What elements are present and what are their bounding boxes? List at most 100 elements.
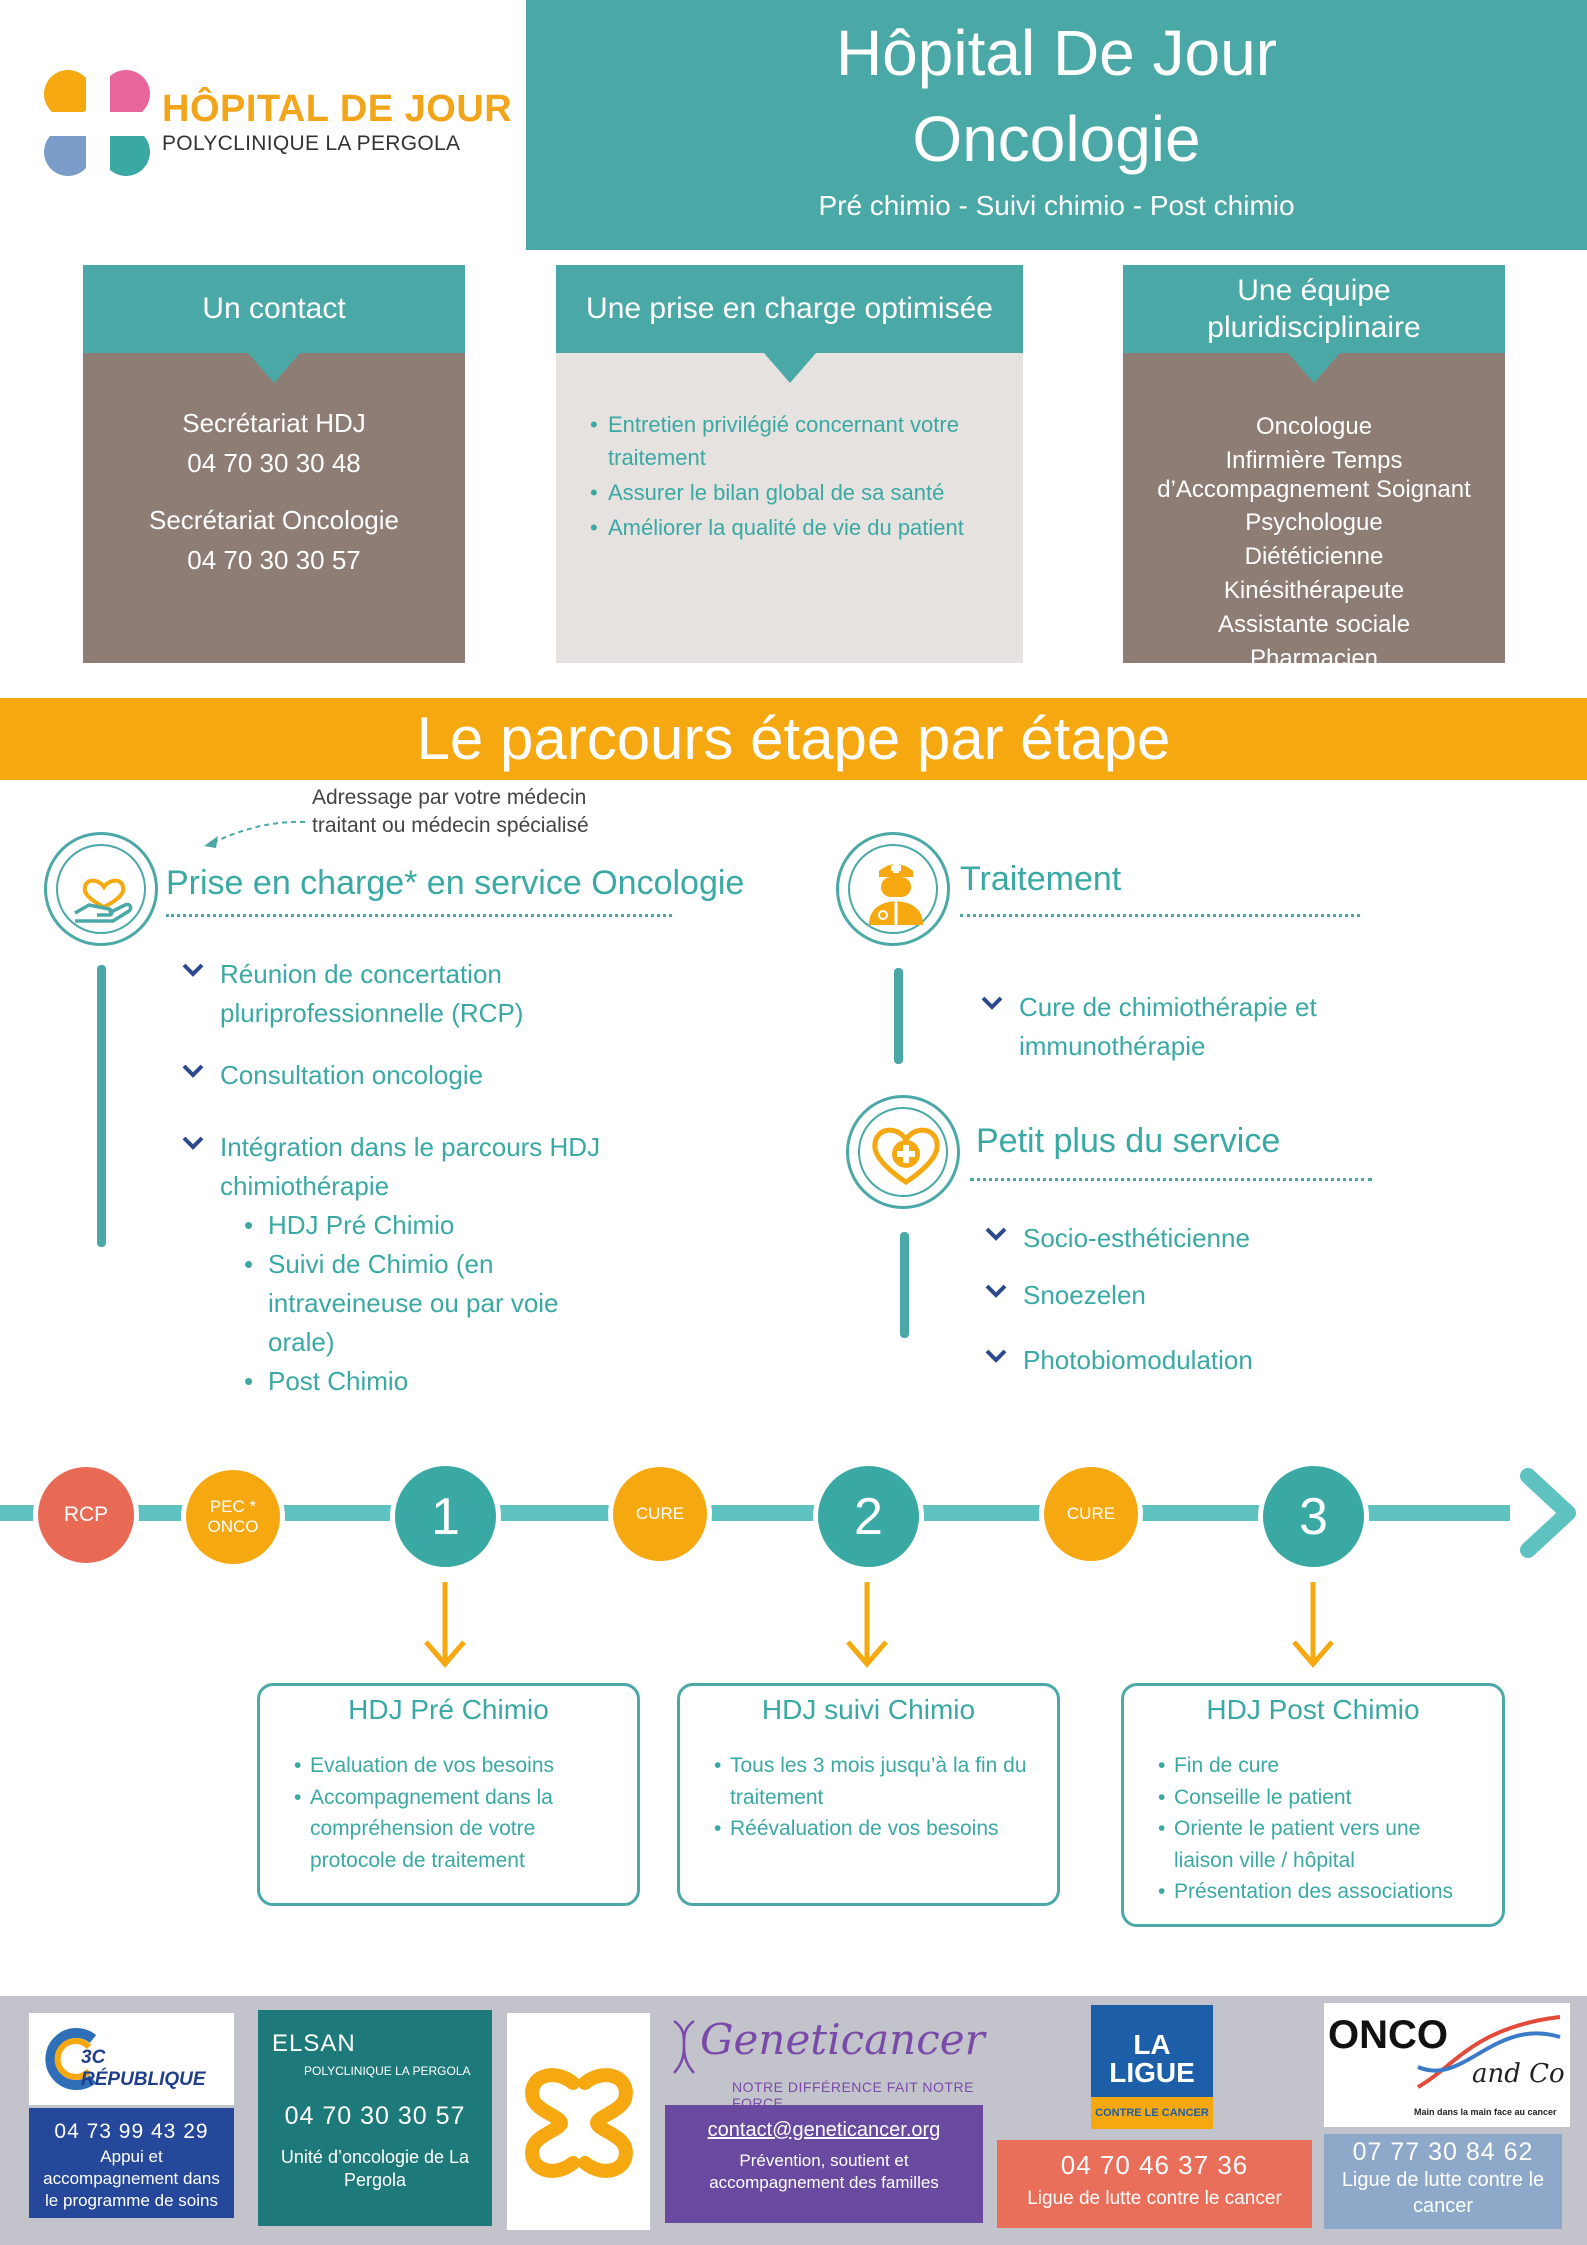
geneticancer-logo-text: Geneticancer <box>700 2015 985 2064</box>
equipe-box: Une équipe pluridisciplinaire Oncologue … <box>1123 265 1505 672</box>
page-title-line1: Hôpital De Jour <box>835 17 1278 89</box>
dna-icon <box>673 2019 695 2074</box>
divider <box>970 1178 1372 1181</box>
divider <box>166 914 672 917</box>
team-member: Diététicienne <box>1244 543 1384 571</box>
page-subtitle: Pré chimio - Suivi chimio - Post chimio <box>818 190 1295 221</box>
contact-phone-oncologie[interactable]: 04 70 30 30 57 <box>187 544 361 575</box>
list-item: Consultation oncologie <box>182 1056 640 1095</box>
ligue-logo-sub: CONTRE LE CANCER <box>1091 2097 1213 2129</box>
list-item: Accompagnement dans la compréhension de … <box>294 1782 617 1877</box>
contact-box-body: Secrétariat HDJ 04 70 30 30 48 Secrétari… <box>83 353 465 663</box>
list-item: Conseille le patient <box>1158 1782 1482 1814</box>
notch <box>248 353 300 383</box>
vertical-bar <box>894 968 903 1064</box>
care-heart-hand-icon <box>44 832 158 946</box>
arrow-right-icon <box>1520 1468 1576 1558</box>
divider <box>960 914 1360 917</box>
contact-phone-hdj[interactable]: 04 70 30 30 48 <box>187 448 361 479</box>
adressage-note: Adressage par votre médecin traitant ou … <box>312 786 589 838</box>
geneticancer-logo: Geneticancer NOTRE DIFFÉRENCE FAIT NOTRE… <box>660 2013 985 2111</box>
plus-item-text: Photobiomodulation <box>1023 1345 1253 1375</box>
onco-phone[interactable]: 07 77 30 84 62 <box>1352 2138 1534 2166</box>
section-banner: Le parcours étape par étape <box>0 698 1587 780</box>
contact-label-hdj: Secrétariat HDJ <box>182 408 366 438</box>
onco-desc: Ligue de lutte contre le cancer <box>1341 2169 1545 2217</box>
chevron-down-icon <box>985 1227 1007 1241</box>
plus-item-text: Snoezelen <box>1023 1280 1146 1310</box>
elsan-phone[interactable]: 04 70 30 30 57 <box>284 2102 466 2130</box>
geneticancer-desc: Prévention, soutient et accompagnement d… <box>709 2151 939 2193</box>
step-title: HDJ Post Chimio <box>1206 1694 1420 1725</box>
chevron-down-icon <box>985 1284 1007 1298</box>
list-item: Cure de chimiothérapie et immunothérapie <box>981 988 1399 1066</box>
timeline-cure-2: CURE <box>1039 1462 1143 1566</box>
geneticancer-contact: contact@geneticancer.org Prévention, sou… <box>665 2105 983 2223</box>
curved-arrow-icon <box>204 820 306 848</box>
equipe-box-title: Une équipe pluridisciplinaire <box>1123 265 1505 353</box>
prise-box: Une prise en charge optimisée Entretien … <box>556 265 1023 663</box>
arrow-down-icon <box>846 1582 888 1668</box>
elsan-logo: ELSAN <box>272 2030 356 2057</box>
c3-logo-icon <box>45 2028 97 2090</box>
traitement-section-title: Traitement <box>960 860 1122 898</box>
ligue-phone[interactable]: 04 70 46 37 36 <box>1060 2150 1249 2180</box>
ligue-desc: Ligue de lutte contre le cancer <box>1027 2188 1282 2209</box>
step-box-post-chimio: HDJ Post Chimio Fin de cure Conseille le… <box>1121 1683 1505 1927</box>
timeline-step-1: 1 <box>390 1461 501 1572</box>
list-item: Entretien privilégié concernant votre tr… <box>590 408 983 474</box>
dna-helix-icon <box>1417 2015 1561 2089</box>
prise-box-title: Une prise en charge optimisée <box>556 265 1023 353</box>
ligue-logo: LA LIGUE CONTRE LE CANCER <box>1091 2005 1213 2129</box>
timeline-cure-1: CURE <box>608 1462 712 1566</box>
list-item: Fin de cure <box>1158 1750 1482 1782</box>
es-logo <box>507 2013 650 2230</box>
list-item: Intégration dans le parcours HDJ chimiot… <box>182 1128 660 1401</box>
onco-contact: 07 77 30 84 62 Ligue de lutte contre le … <box>1324 2134 1562 2229</box>
timeline-pec: PEC *ONCO <box>181 1465 285 1569</box>
plus-item-text: Socio-esthéticienne <box>1023 1223 1250 1253</box>
timeline-step-2: 2 <box>813 1461 924 1572</box>
chevron-down-icon <box>182 963 204 977</box>
elsan-desc: Unité d’oncologie de La Pergola <box>280 2147 470 2191</box>
timeline-rcp: RCP <box>33 1462 139 1568</box>
onco-logo: ONCO and Co Main dans la main face au ca… <box>1324 2003 1570 2127</box>
logo-title: HÔPITAL DE JOUR <box>162 88 513 130</box>
header-banner: Hôpital De Jour Oncologie Pré chimio - S… <box>526 0 1587 250</box>
elsan-logo-sub: POLYCLINIQUE LA PERGOLA <box>304 2064 471 2078</box>
prise-item-text: Intégration dans le parcours HDJ chimiot… <box>220 1132 601 1201</box>
equipe-box-body: Oncologue Infirmière Temps d’Accompagnem… <box>1123 353 1505 672</box>
step-box-suivi-chimio: HDJ suivi Chimio Tous les 3 mois jusqu’à… <box>677 1683 1060 1906</box>
chevron-down-icon <box>182 1136 204 1150</box>
chevron-down-icon <box>981 996 1003 1010</box>
arrow-down-icon <box>424 1582 466 1668</box>
team-member: Assistante sociale <box>1217 610 1411 638</box>
step-title: HDJ Pré Chimio <box>348 1694 549 1725</box>
contact-box: Un contact Secrétariat HDJ 04 70 30 30 4… <box>83 265 465 663</box>
prise-item-text: Consultation oncologie <box>220 1060 484 1090</box>
c3-logo: 3C RÉPUBLIQUE <box>29 2013 234 2105</box>
c3-desc: Appui et accompagnement dans le programm… <box>43 2147 220 2211</box>
list-item: Socio-esthéticienne <box>985 1219 1363 1258</box>
vertical-bar <box>900 1232 909 1338</box>
sub-list-item: Suivi de Chimio (en intraveineuse ou par… <box>244 1245 604 1362</box>
geneticancer-email[interactable]: contact@geneticancer.org <box>707 2119 941 2141</box>
list-item: Oriente le patient vers une liaison vill… <box>1158 1813 1482 1876</box>
list-item: Evaluation de vos besoins <box>294 1750 617 1782</box>
c3-phone[interactable]: 04 73 99 43 29 <box>54 2120 209 2143</box>
pec-line2: ONCO <box>207 1517 259 1536</box>
team-member: Psychologue <box>1245 509 1383 537</box>
list-item: Photobiomodulation <box>985 1341 1363 1380</box>
list-item: Réunion de concertation pluriprofessionn… <box>182 955 640 1033</box>
ligue-contact: 04 70 46 37 36 Ligue de lutte contre le … <box>997 2140 1312 2228</box>
step-title: HDJ suivi Chimio <box>761 1694 976 1725</box>
team-member: Kinésithérapeute <box>1223 576 1405 604</box>
sub-list-item: HDJ Pré Chimio <box>244 1206 604 1245</box>
onco-logo-text: ONCO <box>1328 2013 1448 2057</box>
contact-label-oncologie: Secrétariat Oncologie <box>148 504 400 535</box>
pec-line1: PEC * <box>209 1496 257 1516</box>
step-box-pre-chimio: HDJ Pré Chimio Evaluation de vos besoins… <box>257 1683 640 1906</box>
es-logo-icon <box>525 2068 633 2178</box>
onco-tagline: Main dans la main face au cancer <box>1414 2107 1557 2117</box>
heart-cross-icon <box>846 1095 960 1209</box>
